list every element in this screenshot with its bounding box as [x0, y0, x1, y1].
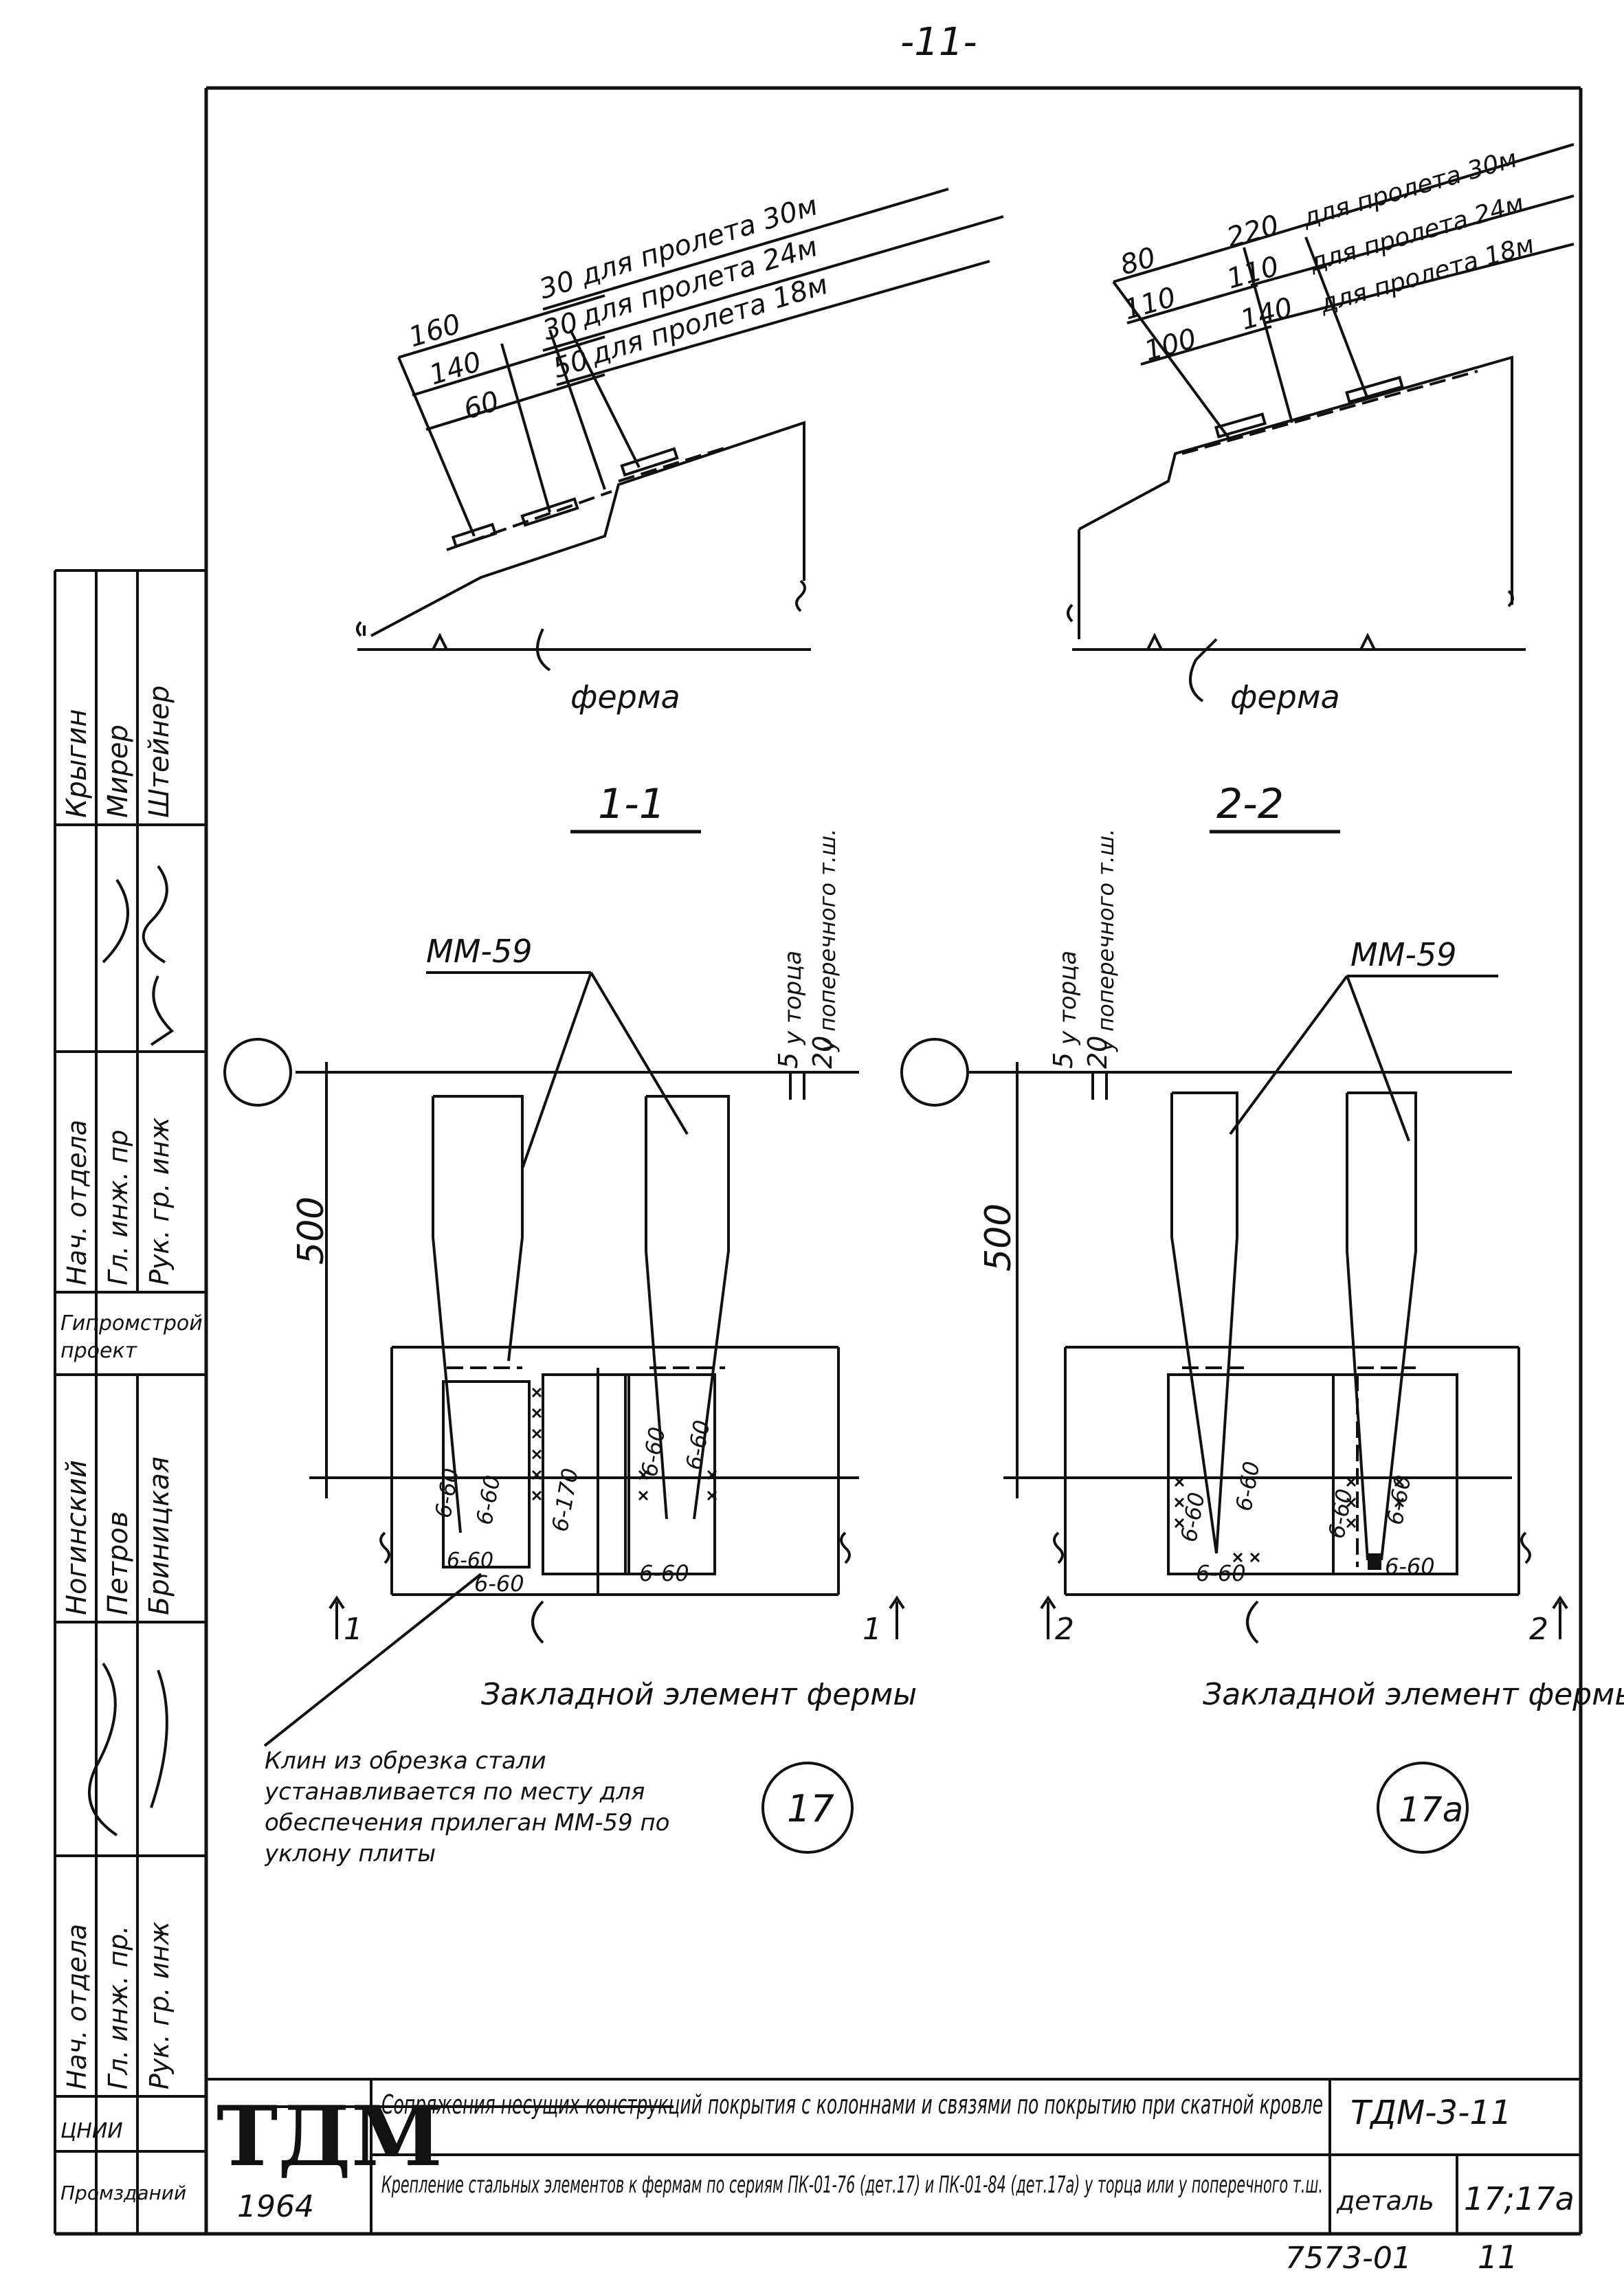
left-cut-mark-a: 1: [344, 1612, 363, 1647]
right-weld-4: 6-60: [1381, 1473, 1416, 1527]
right-truss-label: ферма: [1230, 678, 1340, 716]
left-dim-60: 60: [460, 386, 502, 426]
stamp-role-2: Гл. инж. пр: [103, 1129, 133, 1285]
stamp-org-3: ЦНИИ: [60, 2119, 123, 2143]
left-part-mark: ММ-59: [426, 933, 533, 970]
right-cut-mark-a: 2: [1055, 1612, 1074, 1647]
left-dim-140: 140: [425, 346, 485, 391]
right-dim-110: 110: [1120, 281, 1179, 326]
stamp-name-3: Штейнер: [144, 685, 175, 818]
left-offset-20: 20: [808, 1036, 838, 1069]
right-height-dim: 500: [978, 1204, 1019, 1272]
stamp-name-4: Ногинский: [61, 1460, 93, 1615]
wedge-note: Клин из обрезка стали устанавливается по…: [265, 1747, 670, 1867]
sheet-code: 7573-01: [1285, 2241, 1412, 2273]
stamp-org-4: Промзданий: [60, 2182, 186, 2204]
title-line-1: Сопряжения несущих конструкций покрытия …: [381, 2089, 1323, 2120]
title-detail-label: деталь: [1336, 2186, 1434, 2216]
left-embedded-label: Закладной элемент фермы: [481, 1677, 917, 1712]
left-detail-17: [223, 971, 905, 2108]
right-weld-1: 6-60: [1175, 1490, 1210, 1544]
stamp-role-3: Рук. гр. инж: [144, 1117, 175, 1285]
left-weld-5: 6-60: [680, 1418, 715, 1472]
stamp-name-2: Мирер: [102, 724, 134, 818]
right-part-mark: ММ-59: [1350, 936, 1457, 973]
stamp-role-4: Нач. отдела: [62, 1924, 92, 2089]
stamp-role-1: Нач. отдела: [62, 1120, 92, 1285]
stamp-name-6: Бриницкая: [144, 1456, 175, 1615]
right-detail-number: 17а: [1399, 1790, 1463, 1830]
title-block: [205, 2078, 1581, 2234]
right-dim-80: 80: [1117, 241, 1159, 281]
stamp-signatures: [88, 865, 175, 1837]
right-section-label: 2-2: [1216, 780, 1284, 828]
title-detail-numbers: 17;17а: [1464, 2180, 1575, 2217]
right-offset-20: 20: [1082, 1036, 1113, 1069]
right-dim-220: 220: [1223, 209, 1282, 254]
left-height-dim: 500: [291, 1197, 332, 1265]
stamp-name-1: Крыгин: [61, 709, 93, 818]
left-section-label: 1-1: [598, 780, 665, 828]
left-weld-8: 6-60: [447, 1549, 493, 1573]
left-detail-number: 17: [787, 1787, 834, 1830]
right-weld-marks: [1174, 1476, 1405, 1563]
drawing-frame: [55, 86, 1583, 2236]
right-weld-6: 6-60: [1385, 1553, 1435, 1579]
title-year: 1964: [237, 2189, 314, 2224]
title-code: ТДМ-3-11: [1350, 2094, 1512, 2132]
right-embedded-label: Закладной элемент фермы: [1203, 1677, 1624, 1712]
left-note-box: Клин из обрезка стали устанавливается по…: [265, 1747, 670, 1867]
left-weld-4: 6-60: [636, 1425, 670, 1478]
right-dim-140: 140: [1237, 291, 1296, 336]
left-cut-mark-b: 1: [863, 1612, 882, 1647]
left-weld-6: 6-60: [474, 1571, 524, 1597]
stamp-role-5: Гл. инж. пр.: [103, 1925, 133, 2089]
left-offset-note-joint: у поперечного т.ш.: [814, 829, 841, 1052]
left-offset-note-end: у торца: [779, 951, 807, 1045]
left-offset-5: 5: [773, 1052, 803, 1069]
stamp-name-5: Петров: [102, 1511, 134, 1615]
right-slope-section: [1067, 143, 1575, 702]
right-weld-2: 6-60: [1230, 1459, 1265, 1513]
right-offset-5: 5: [1048, 1052, 1078, 1069]
right-dim-110b: 110: [1223, 250, 1282, 295]
sheet-number: 11: [1478, 2239, 1518, 2273]
stamp-org-1: Гипромстрой: [60, 1311, 203, 1335]
right-detail-17a: [900, 975, 1568, 1854]
title-line-2: Крепление стальных элементов к фермам по…: [381, 2171, 1323, 2199]
right-offset-note-end: у торца: [1054, 951, 1082, 1045]
left-weld-marks: [531, 1387, 718, 1501]
stamp-role-6: Рук. гр. инж: [144, 1921, 175, 2089]
left-slope-section: [356, 188, 1004, 672]
right-weld-3: 6-60: [1323, 1487, 1357, 1540]
right-weld-5: 6-60: [1196, 1560, 1246, 1586]
title-logo: ТДМ: [216, 2088, 443, 2185]
left-truss-label: ферма: [570, 678, 680, 716]
left-weld-7: 6-60: [639, 1560, 689, 1586]
stamp-org-2: проект: [60, 1339, 138, 1363]
left-weld-2: 6-60: [471, 1473, 505, 1527]
left-weld-3: 6-170: [546, 1466, 583, 1533]
right-wedge-fill: [1368, 1553, 1381, 1570]
page-number: -11-: [900, 20, 977, 65]
left-dim-160: 160: [405, 308, 464, 353]
side-stamp: [54, 569, 206, 2234]
right-cut-mark-b: 2: [1529, 1612, 1548, 1647]
right-offset-note-joint: у поперечного т.ш.: [1093, 829, 1119, 1052]
